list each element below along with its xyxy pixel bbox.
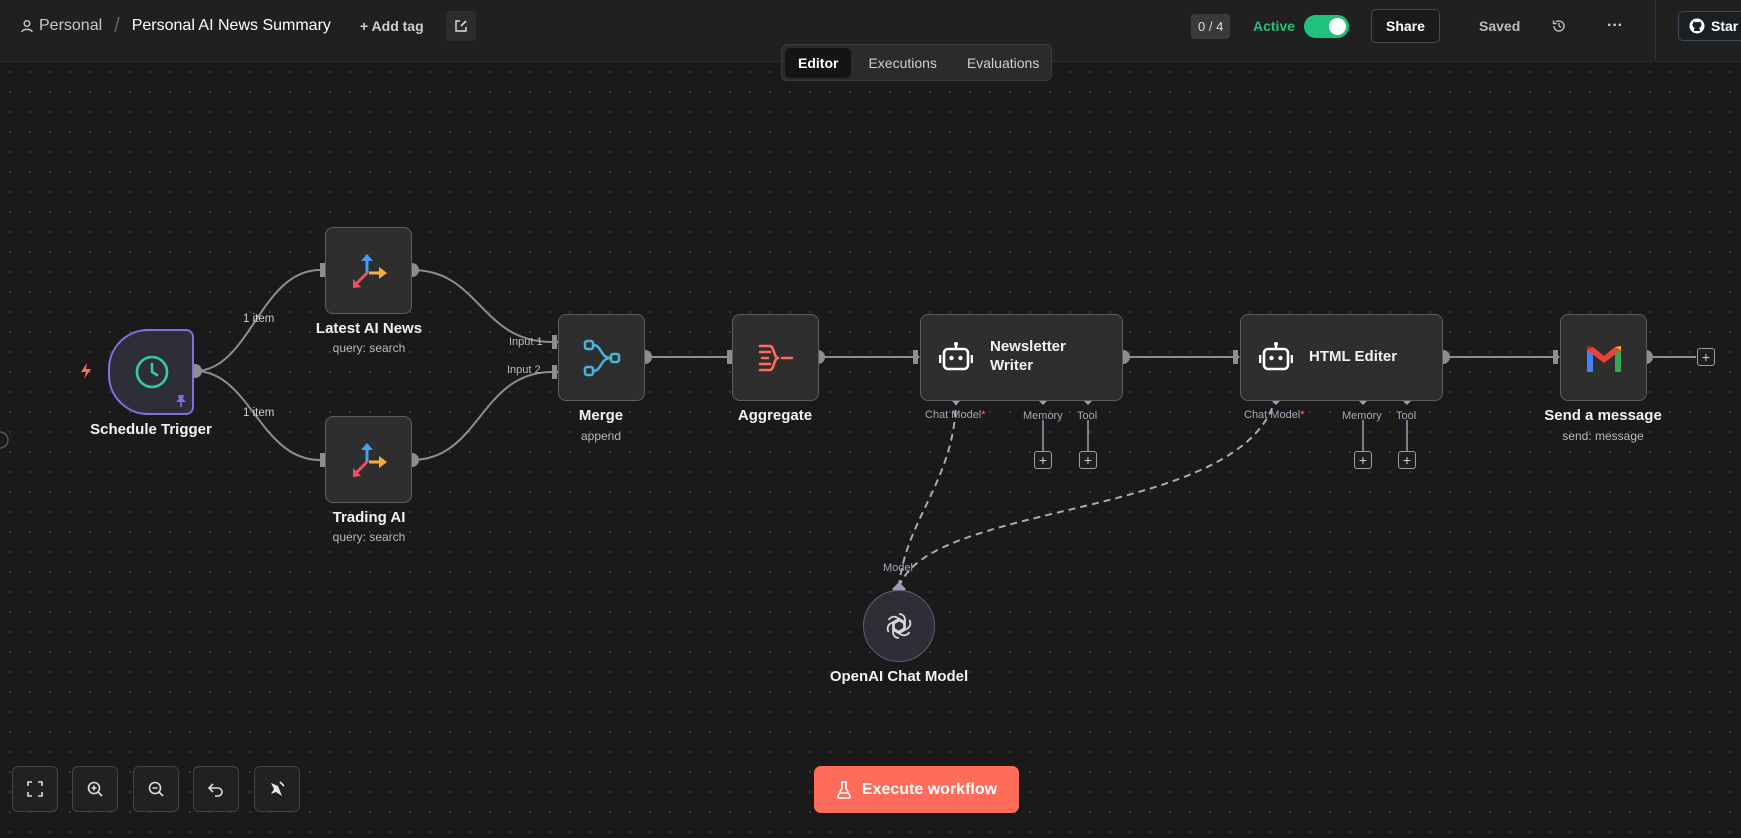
node-html-editer[interactable]: HTML Editer — [1240, 314, 1443, 401]
breadcrumb-project[interactable]: Personal — [39, 17, 103, 34]
tab-evaluations[interactable]: Evaluations — [966, 54, 1040, 71]
html-memory-port[interactable]: Memory — [1342, 410, 1382, 422]
robot-icon — [939, 342, 973, 371]
merge-icon — [583, 339, 621, 377]
history-button[interactable] — [1551, 0, 1567, 52]
html-add-memory-button[interactable]: + — [1354, 451, 1372, 469]
zoom-in-icon — [87, 781, 103, 797]
tab-executions[interactable]: Executions — [868, 54, 937, 71]
html-editer-label: HTML Editer — [1309, 348, 1398, 365]
clock-icon — [135, 355, 169, 389]
undo-button[interactable] — [193, 766, 239, 812]
tidy-up-icon — [271, 781, 285, 796]
node-aggregate[interactable] — [732, 314, 819, 401]
view-tabs: Editor Executions Evaluations — [781, 44, 1052, 81]
newsletter-tool-port[interactable]: Tool — [1077, 410, 1098, 422]
newsletter-add-memory-button[interactable]: + — [1034, 451, 1052, 469]
aggregate-icon — [758, 344, 794, 372]
merge-label: Merge — [578, 407, 624, 424]
merge-input-1-label: Input 1 — [509, 336, 543, 348]
merge-subtitle: append — [580, 429, 622, 443]
pin-icon — [176, 395, 186, 407]
edit-description-button[interactable] — [446, 11, 476, 41]
openai-chat-model-label: OpenAI Chat Model — [829, 668, 969, 685]
openai-model-port-label: Model — [883, 562, 913, 574]
zoom-in-button[interactable] — [72, 766, 118, 812]
history-icon — [1552, 20, 1565, 32]
html-tool-port[interactable]: Tool — [1396, 410, 1417, 422]
workflow-title[interactable]: Personal AI News Summary — [131, 17, 331, 34]
search-api-icon — [353, 443, 387, 477]
send-a-message-subtitle: send: message — [1562, 429, 1644, 443]
zoom-out-icon — [148, 781, 164, 797]
edit-icon — [455, 20, 467, 32]
newsletter-writer-label-1: Newsletter — [990, 338, 1066, 355]
node-send-a-message[interactable] — [1560, 314, 1647, 401]
undo-icon — [207, 783, 223, 797]
counter-badge: 0 / 4 — [1191, 13, 1231, 39]
openai-icon — [886, 613, 912, 639]
zoom-out-button[interactable] — [133, 766, 179, 812]
github-star-label: Star — [1711, 18, 1739, 34]
edge-label-lower: 1 item — [243, 407, 275, 419]
node-latest-ai-news[interactable] — [325, 227, 412, 314]
saved-label: Saved — [1479, 18, 1521, 34]
node-trading-ai[interactable] — [325, 416, 412, 503]
newsletter-writer-label-2: Writer — [990, 357, 1034, 374]
html-chat-model-port[interactable]: Chat Model* — [1244, 409, 1305, 421]
node-openai-chat-model[interactable] — [863, 590, 935, 662]
flask-icon — [837, 780, 851, 799]
newsletter-add-tool-button[interactable]: + — [1079, 451, 1097, 469]
newsletter-chat-model-port[interactable]: Chat Model* — [925, 409, 986, 421]
node-schedule-trigger[interactable] — [108, 329, 194, 415]
more-options-button[interactable]: ··· — [1607, 17, 1623, 34]
add-tag-button[interactable]: + Add tag — [360, 18, 424, 34]
active-label: Active — [1253, 18, 1296, 34]
trading-ai-label: Trading AI — [332, 509, 406, 526]
github-star-button[interactable]: Star — [1678, 11, 1741, 41]
latest-ai-news-subtitle: query: search — [332, 341, 406, 355]
html-add-tool-button[interactable]: + — [1398, 451, 1416, 469]
active-toggle[interactable] — [1304, 14, 1349, 38]
fit-view-button[interactable] — [12, 766, 58, 812]
execute-workflow-button[interactable]: Execute workflow — [814, 766, 1019, 813]
edge-label-upper: 1 item — [243, 313, 275, 325]
add-next-node-button[interactable]: + — [1697, 348, 1715, 366]
trading-ai-subtitle: query: search — [332, 530, 406, 544]
node-merge[interactable] — [558, 314, 645, 401]
tidy-up-button[interactable] — [254, 766, 300, 812]
search-api-icon — [353, 254, 387, 288]
merge-input-2-label: Input 2 — [507, 364, 541, 376]
lightning-icon — [81, 363, 91, 379]
breadcrumb-separator: / — [114, 14, 120, 37]
schedule-trigger-label: Schedule Trigger — [90, 421, 212, 438]
user-icon — [21, 20, 33, 33]
node-newsletter-writer[interactable]: Newsletter Writer — [920, 314, 1123, 401]
breadcrumb: Personal / Personal AI News Summary — [20, 0, 331, 52]
latest-ai-news-label: Latest AI News — [315, 320, 423, 337]
fit-view-icon — [27, 781, 43, 797]
robot-icon — [1259, 342, 1293, 371]
execute-workflow-label: Execute workflow — [861, 780, 998, 798]
workflow-canvas[interactable] — [0, 62, 1741, 838]
share-button[interactable]: Share — [1371, 9, 1440, 43]
aggregate-label: Aggregate — [737, 407, 813, 424]
send-a-message-label: Send a message — [1544, 407, 1662, 424]
tab-editor[interactable]: Editor — [785, 47, 852, 78]
newsletter-memory-port[interactable]: Memory — [1023, 410, 1063, 422]
gmail-icon — [1587, 346, 1621, 372]
github-icon — [1689, 18, 1705, 34]
